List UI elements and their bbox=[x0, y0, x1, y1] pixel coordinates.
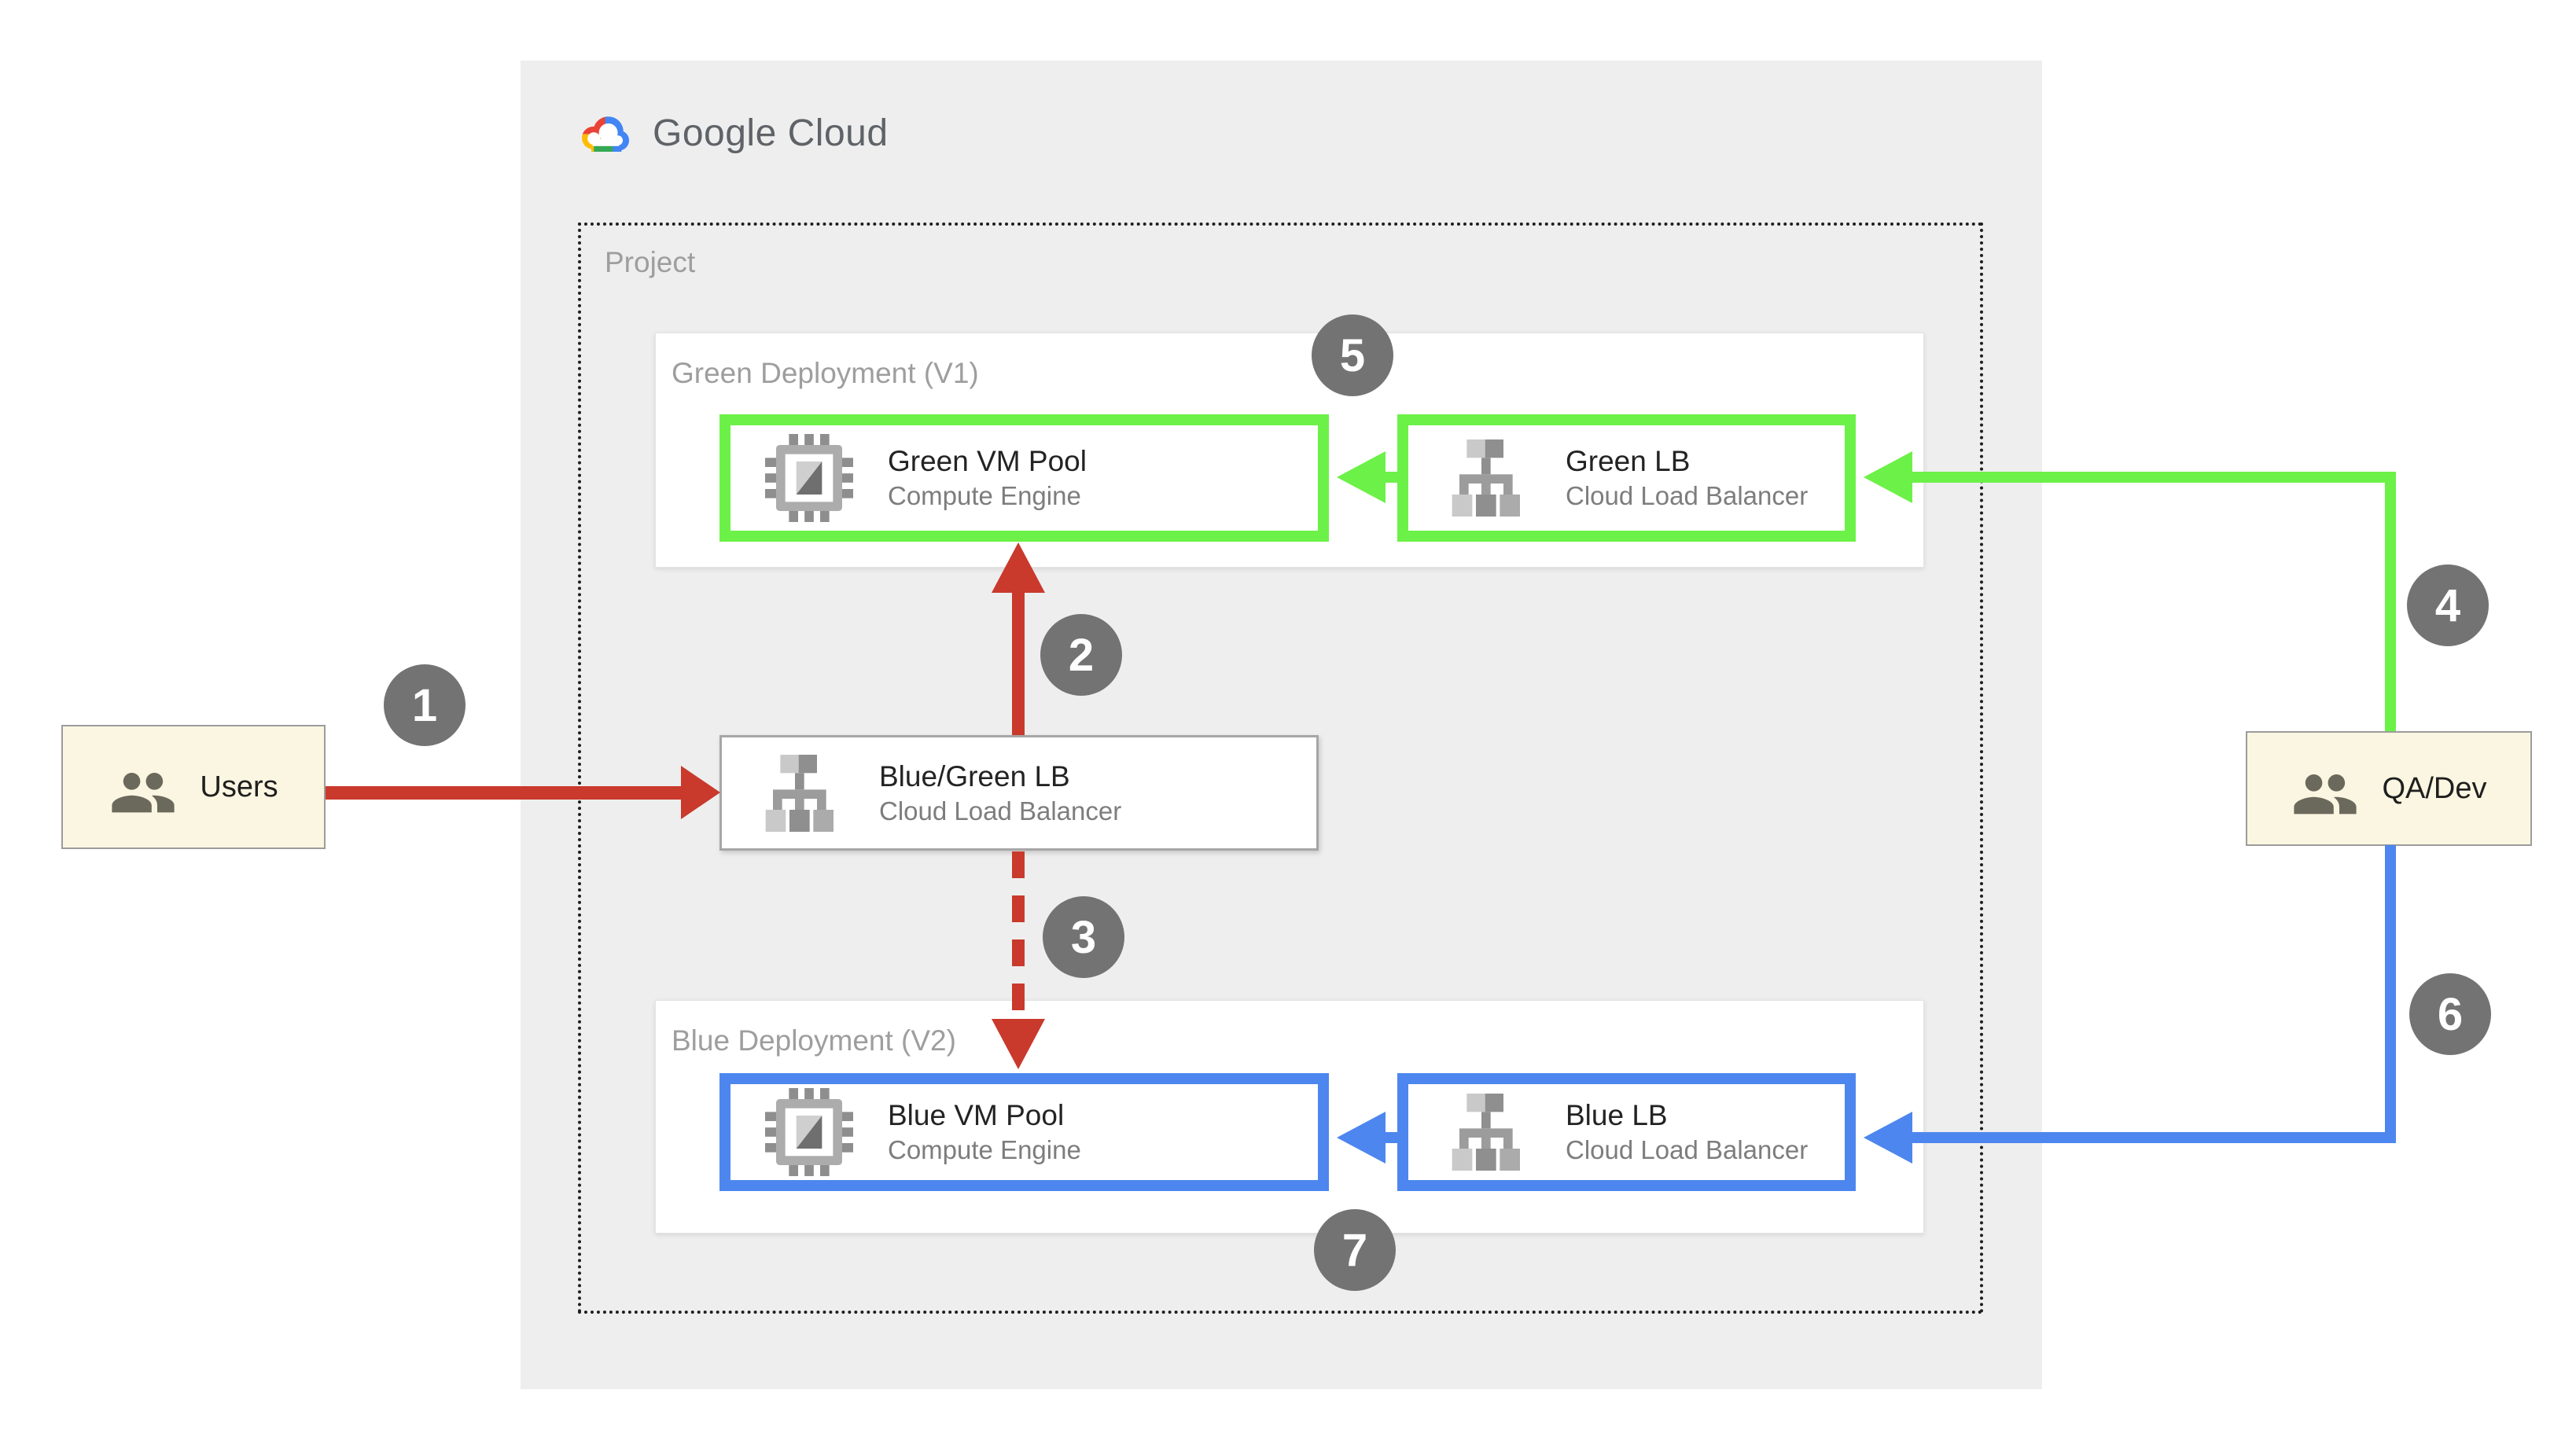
arrowhead-qadev-to-blue-lb bbox=[1864, 1112, 1912, 1164]
arrow-qadev-to-blue-lb-horizontal bbox=[1912, 1132, 2396, 1143]
project-label: Project bbox=[605, 246, 696, 278]
arrowhead-blue-lb-to-blue-vm bbox=[1337, 1112, 1386, 1164]
green-lb-subtitle: Cloud Load Balancer bbox=[1566, 481, 1809, 510]
blue-vm-pool-title: Blue VM Pool bbox=[888, 1099, 1065, 1131]
card-text: Blue LB Cloud Load Balancer bbox=[1566, 1098, 1808, 1167]
google-cloud-logo-text: Google Cloud bbox=[653, 112, 889, 154]
arrow-qadev-to-green-lb-horizontal bbox=[1912, 472, 2396, 483]
arrowhead-green-lb-to-green-vm bbox=[1337, 451, 1386, 503]
green-vm-pool-title: Green VM Pool bbox=[888, 445, 1087, 477]
green-deployment-label: Green Deployment (V1) bbox=[672, 357, 979, 389]
arrowhead-qadev-to-green-lb bbox=[1864, 451, 1912, 503]
card-text: Blue/Green LB Cloud Load Balancer bbox=[879, 759, 1121, 828]
google-cloud-logo-icon bbox=[582, 116, 629, 152]
project-boundary: Project bbox=[578, 222, 1983, 1314]
compute-engine-icon bbox=[765, 434, 853, 522]
card-text: Green LB Cloud Load Balancer bbox=[1566, 443, 1808, 513]
arrow-users-to-router bbox=[326, 786, 684, 800]
card-text: Blue VM Pool Compute Engine bbox=[888, 1098, 1081, 1167]
blue-green-lb-subtitle: Cloud Load Balancer bbox=[879, 796, 1122, 825]
blue-lb-card: Blue LB Cloud Load Balancer bbox=[1397, 1073, 1856, 1191]
people-icon bbox=[112, 773, 175, 813]
card-text: Green VM Pool Compute Engine bbox=[888, 443, 1087, 513]
people-icon bbox=[2294, 774, 2357, 814]
step-badge-5: 5 bbox=[1312, 314, 1393, 396]
compute-engine-icon bbox=[765, 1088, 853, 1176]
green-lb-title: Green LB bbox=[1566, 445, 1691, 477]
green-lb-card: Green LB Cloud Load Balancer bbox=[1397, 414, 1856, 542]
step-badge-1: 1 bbox=[384, 664, 466, 746]
users-actor-box: Users bbox=[61, 725, 326, 849]
blue-green-lb-card: Blue/Green LB Cloud Load Balancer bbox=[719, 735, 1319, 851]
arrow-qadev-to-blue-lb-vertical bbox=[2385, 845, 2396, 1143]
arrow-router-to-green-vm bbox=[1012, 592, 1025, 735]
blue-vm-pool-card: Blue VM Pool Compute Engine bbox=[719, 1073, 1329, 1191]
arrow-qadev-to-green-lb-vertical bbox=[2385, 472, 2396, 731]
blue-green-lb-title: Blue/Green LB bbox=[879, 759, 1070, 792]
google-cloud-logo: Google Cloud bbox=[572, 107, 889, 159]
qadev-actor-box: QA/Dev bbox=[2246, 731, 2532, 846]
dashed-arrow-router-to-blue-vm bbox=[1012, 851, 1025, 1019]
step-number: 5 bbox=[1339, 329, 1366, 381]
step-badge-3: 3 bbox=[1043, 896, 1124, 978]
qadev-label: QA/Dev bbox=[2382, 771, 2487, 805]
green-vm-pool-card: Green VM Pool Compute Engine bbox=[719, 414, 1329, 542]
cloud-load-balancer-icon bbox=[765, 754, 834, 832]
step-number: 7 bbox=[1341, 1224, 1368, 1276]
step-badge-2: 2 bbox=[1040, 614, 1122, 696]
step-number: 4 bbox=[2434, 579, 2461, 631]
step-badge-7: 7 bbox=[1314, 1209, 1396, 1291]
arrowhead-users-to-router bbox=[681, 766, 720, 819]
users-label: Users bbox=[200, 770, 278, 803]
cloud-load-balancer-icon bbox=[1452, 1094, 1520, 1171]
step-number: 3 bbox=[1070, 911, 1097, 963]
step-badge-4: 4 bbox=[2407, 564, 2489, 646]
arrowhead-router-to-blue-vm bbox=[992, 1019, 1045, 1069]
green-vm-pool-subtitle: Compute Engine bbox=[888, 481, 1081, 510]
blue-deployment-label: Blue Deployment (V2) bbox=[672, 1024, 956, 1057]
blue-vm-pool-subtitle: Compute Engine bbox=[888, 1135, 1081, 1164]
blue-lb-subtitle: Cloud Load Balancer bbox=[1566, 1135, 1809, 1164]
step-number: 1 bbox=[411, 679, 438, 731]
step-number: 2 bbox=[1068, 629, 1095, 681]
step-number: 6 bbox=[2437, 988, 2464, 1040]
blue-lb-title: Blue LB bbox=[1566, 1099, 1668, 1131]
arrowhead-router-to-green-vm bbox=[992, 542, 1045, 593]
step-badge-6: 6 bbox=[2409, 973, 2491, 1055]
cloud-load-balancer-icon bbox=[1452, 439, 1520, 517]
